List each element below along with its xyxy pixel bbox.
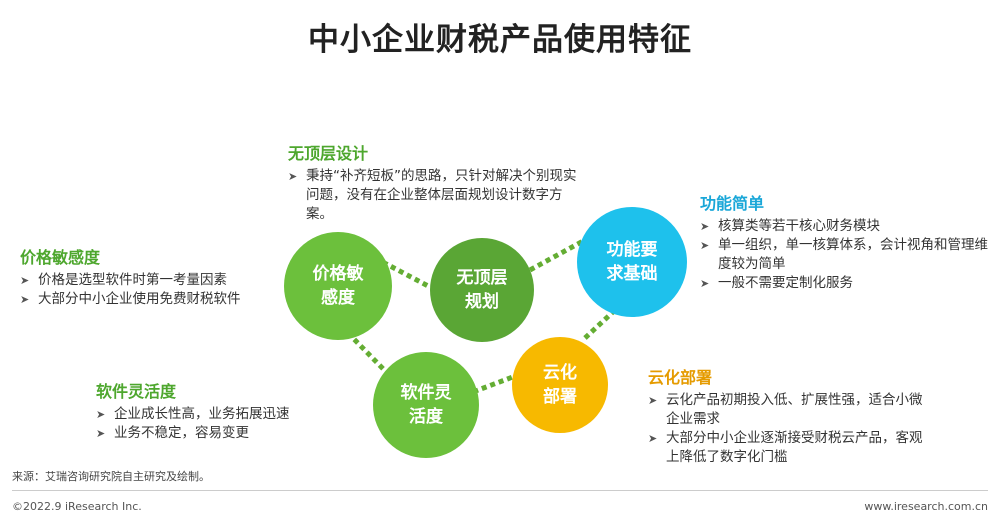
- block-function-item: ➤核算类等若干核心财务模块: [700, 218, 880, 234]
- node-price-sensitivity: 价格敏 感度: [284, 232, 392, 340]
- block-function-item: ➤一般不需要定制化服务: [700, 275, 853, 291]
- arrow-icon: ➤: [648, 432, 658, 445]
- arrow-icon: ➤: [700, 220, 710, 233]
- arrow-icon: ➤: [700, 239, 710, 252]
- arrow-icon: ➤: [700, 277, 710, 290]
- block-flex-item: ➤企业成长性高，业务拓展迅速: [96, 406, 290, 422]
- link-price-flex: [346, 331, 400, 386]
- block-cloud-title: 云化部署: [648, 368, 713, 387]
- node-no-top-layer: 无顶层 规划: [430, 238, 534, 342]
- website-link[interactable]: www.iresearch.com.cn: [864, 500, 988, 513]
- arrow-icon: ➤: [96, 427, 106, 440]
- node-flex-line2: 活度: [409, 407, 443, 427]
- block-software-flexibility: 软件灵活度 ➤企业成长性高，业务拓展迅速 ➤业务不稳定，容易变更: [96, 378, 366, 443]
- block-nolayer-title: 无顶层设计: [288, 144, 369, 163]
- copyright-text: ©2022.9 iResearch Inc.: [12, 500, 142, 513]
- block-price-item: ➤价格是选型软件时第一考量因素: [20, 272, 227, 288]
- node-function-basic: 功能要 求基础: [577, 207, 687, 317]
- node-nolayer-line1: 无顶层: [456, 268, 508, 288]
- block-function-title: 功能简单: [700, 194, 765, 213]
- arrow-icon: ➤: [648, 394, 658, 407]
- block-price-item: ➤大部分中小企业使用免费财税软件: [20, 291, 241, 307]
- node-cloud-line2: 部署: [543, 387, 577, 407]
- block-function-item: ➤单一组织，单一核算体系，会计视角和管理维度较为简单: [700, 237, 988, 272]
- node-function-line1: 功能要: [606, 240, 658, 260]
- block-cloud-deployment: 云化部署 ➤云化产品初期投入低、扩展性强，适合小微企业需求 ➤大部分中小企业逐渐…: [648, 364, 928, 467]
- link-nolayer-function: [528, 237, 587, 273]
- node-software-flexibility: 软件灵 活度: [373, 352, 479, 458]
- block-flex-item: ➤业务不稳定，容易变更: [96, 425, 249, 441]
- node-price-line2: 感度: [321, 288, 355, 308]
- arrow-icon: ➤: [20, 274, 30, 287]
- block-no-top-layer: 无顶层设计 ➤秉持“补齐短板”的思路，只针对解决个别现实问题，没有在企业整体层面…: [288, 140, 578, 224]
- arrow-icon: ➤: [288, 170, 298, 183]
- source-note: 来源：艾瑞咨询研究院自主研究及绘制。: [12, 470, 210, 483]
- node-nolayer-line2: 规划: [465, 292, 499, 312]
- node-function-line2: 求基础: [606, 264, 658, 284]
- node-flex-line1: 软件灵: [400, 383, 452, 403]
- footer-divider: [12, 490, 988, 491]
- block-cloud-item: ➤大部分中小企业逐渐接受财税云产品，客观上降低了数字化门槛: [648, 430, 923, 465]
- node-cloud-deployment: 云化 部署: [512, 337, 608, 433]
- node-cloud-line1: 云化: [543, 363, 577, 383]
- block-function-simple: 功能简单 ➤核算类等若干核心财务模块 ➤单一组织，单一核算体系，会计视角和管理维…: [700, 190, 990, 293]
- block-price-sensitivity: 价格敏感度 ➤价格是选型软件时第一考量因素 ➤大部分中小企业使用免费财税软件: [20, 244, 285, 309]
- block-flex-title: 软件灵活度: [96, 382, 177, 401]
- block-price-title: 价格敏感度: [20, 248, 101, 267]
- arrow-icon: ➤: [20, 293, 30, 306]
- node-price-line1: 价格敏: [312, 264, 364, 284]
- block-nolayer-item: ➤秉持“补齐短板”的思路，只针对解决个别现实问题，没有在企业整体层面规划设计数字…: [288, 168, 577, 222]
- page-title: 中小企业财税产品使用特征: [308, 22, 692, 58]
- block-cloud-item: ➤云化产品初期投入低、扩展性强，适合小微企业需求: [648, 392, 923, 427]
- arrow-icon: ➤: [96, 408, 106, 421]
